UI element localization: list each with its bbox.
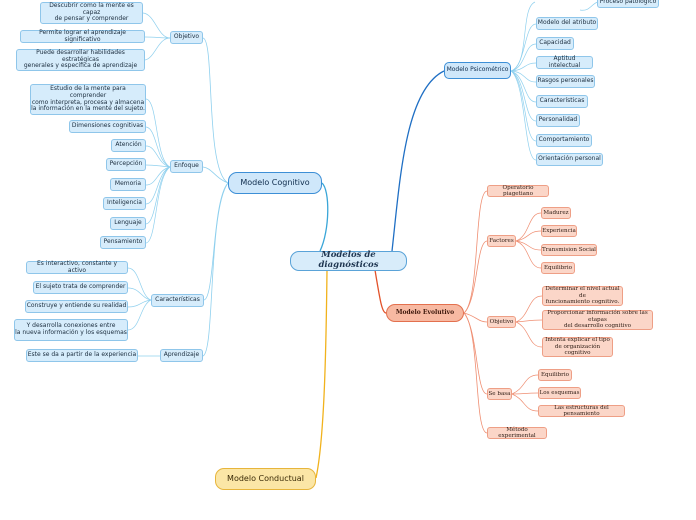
link-psi-0b <box>579 1 599 11</box>
link-fac-1 <box>515 212 542 242</box>
psico-item[interactable]: Capacidad <box>536 37 574 50</box>
psico-item[interactable]: Aptitud intelectual <box>536 55 593 69</box>
psico-item[interactable]: Comportamiento <box>536 134 592 147</box>
cog-caract-item[interactable]: Es interactivo, constante y activo <box>26 260 128 274</box>
evo-sebasa-item[interactable]: Las estructuras del pensamiento <box>538 405 625 417</box>
link-evo-objetivo <box>463 312 488 323</box>
cog-caract-item[interactable]: Y desarrolla conexiones entre la nueva i… <box>14 319 128 341</box>
evo-sebasa-item[interactable]: Los esquemas <box>538 387 581 399</box>
evo-objetivo-label[interactable]: Objetivo <box>487 316 516 328</box>
link-fac-4 <box>515 240 542 269</box>
link-evo-sebasa <box>463 312 488 395</box>
link-car-1 <box>127 267 152 301</box>
cog-objetivo-item[interactable]: Puede desarrollar habilidades estratégic… <box>16 49 145 71</box>
link-center-psicometrico <box>391 70 445 252</box>
link-sb-2 <box>511 392 539 395</box>
link-sb-1 <box>511 374 539 395</box>
link-enf-5 <box>145 166 171 186</box>
cog-enfoque-item[interactable]: Lenguaje <box>110 217 146 230</box>
link-center-cognitivo <box>319 182 329 252</box>
cog-enfoque-label[interactable]: Enfoque <box>170 160 203 173</box>
link-sb-3 <box>511 393 539 412</box>
evo-sebasa-label[interactable]: Se basa <box>487 388 512 400</box>
link-fac-2 <box>515 230 542 242</box>
link-psi-1 <box>510 23 537 72</box>
evo-sebasa-item[interactable]: Equilibrio <box>538 369 572 381</box>
link-car-2 <box>127 287 152 301</box>
link-psi-2 <box>510 43 537 72</box>
psico-item[interactable]: Modelo del atributo <box>536 17 598 30</box>
evo-objetivo-item[interactable]: Determinar el nivel actual de funcionami… <box>542 286 623 306</box>
link-obj-3 <box>144 37 171 61</box>
cog-caracteristicas-label[interactable]: Características <box>151 294 204 307</box>
modelo-cognitivo-node[interactable]: Modelo Cognitivo <box>228 172 322 194</box>
modelo-evolutivo-node[interactable]: Modelo Evolutivo <box>386 304 464 322</box>
link-obj-1 <box>142 12 171 39</box>
link-psi-3 <box>510 62 537 72</box>
link-cog-objetivo <box>202 37 229 184</box>
evo-objetivo-item[interactable]: Proporcionar información sobre las etapa… <box>542 310 653 330</box>
cog-enfoque-item[interactable]: Pensamiento <box>100 236 146 249</box>
link-enf-8 <box>145 166 171 244</box>
evo-factores-item[interactable]: Equilibrio <box>541 262 575 274</box>
cog-enfoque-item[interactable]: Percepción <box>106 158 146 171</box>
link-enf-3 <box>145 145 171 168</box>
link-cog-aprend <box>202 182 229 357</box>
link-center-conductual <box>315 269 328 479</box>
cog-caract-item[interactable]: El sujeto trata de comprender <box>33 281 128 294</box>
psico-item[interactable]: Personalidad <box>536 114 580 127</box>
cog-enfoque-item[interactable]: Memoria <box>110 178 146 191</box>
evo-factores-item[interactable]: Transmision Social <box>541 244 597 256</box>
evo-operatorio[interactable]: Operatorio piagetiano <box>487 185 549 197</box>
link-fac-3 <box>515 240 542 251</box>
link-eobj-3 <box>515 321 543 348</box>
link-car-3 <box>127 299 152 308</box>
cog-enfoque-item[interactable]: Dimensiones cognitivas <box>69 120 146 133</box>
cog-enfoque-item[interactable]: Inteligencia <box>103 197 146 210</box>
link-psi-0 <box>510 1 536 72</box>
link-evo-factores <box>463 240 488 314</box>
link-cog-caract <box>203 182 229 301</box>
psico-item[interactable]: Rasgos personales <box>536 75 595 88</box>
psico-item[interactable]: Orientación personal <box>536 153 603 166</box>
link-psi-7 <box>510 70 537 142</box>
link-enf-2 <box>145 126 171 168</box>
cog-objetivo-label[interactable]: Objetivo <box>170 31 203 44</box>
cog-enfoque-item[interactable]: Estudio de la mente para comprender como… <box>30 84 146 115</box>
link-eobj-1 <box>515 295 543 323</box>
cog-objetivo-item[interactable]: Permite lograr el aprendizaje significat… <box>20 29 145 43</box>
central-topic[interactable]: Modelos de diagnósticos <box>290 250 407 271</box>
link-cog-enfoque <box>202 166 229 184</box>
evo-factores-label[interactable]: Factores <box>487 235 516 247</box>
link-psi-4 <box>510 70 537 83</box>
link-evo-operatorio <box>463 190 488 314</box>
link-center-evolutivo <box>374 269 387 314</box>
link-psi-8 <box>510 70 537 161</box>
link-eobj-2 <box>515 319 543 323</box>
modelo-conductual-node[interactable]: Modelo Conductual <box>215 468 316 490</box>
link-car-4 <box>127 299 152 331</box>
cog-objetivo-item[interactable]: Descubrir como la mente es capaz de pens… <box>40 2 143 24</box>
modelo-psicometrico-node[interactable]: Modelo Psicométrico <box>444 62 511 79</box>
evo-factores-item[interactable]: Madurez <box>541 207 571 219</box>
link-psi-6 <box>510 70 537 122</box>
evo-objetivo-item[interactable]: Intenta explicar el tipo de organización… <box>542 337 613 357</box>
link-enf-4 <box>145 164 171 168</box>
evo-factores-item[interactable]: Experiencia <box>541 225 577 237</box>
cog-caract-item[interactable]: Construye y entiende su realidad <box>25 300 128 313</box>
cog-aprendizaje-label[interactable]: Aprendizaje <box>160 349 203 362</box>
psico-item[interactable]: Características <box>536 95 588 108</box>
psico-item[interactable]: Proceso patológico <box>597 0 659 8</box>
cog-aprend-item[interactable]: Este se da a partir de la experiencia <box>26 349 138 362</box>
link-enf-1 <box>145 98 171 168</box>
link-evo-metodo <box>463 312 488 434</box>
evo-metodo[interactable]: Método experimental <box>487 427 547 439</box>
cog-enfoque-item[interactable]: Atención <box>111 139 146 152</box>
